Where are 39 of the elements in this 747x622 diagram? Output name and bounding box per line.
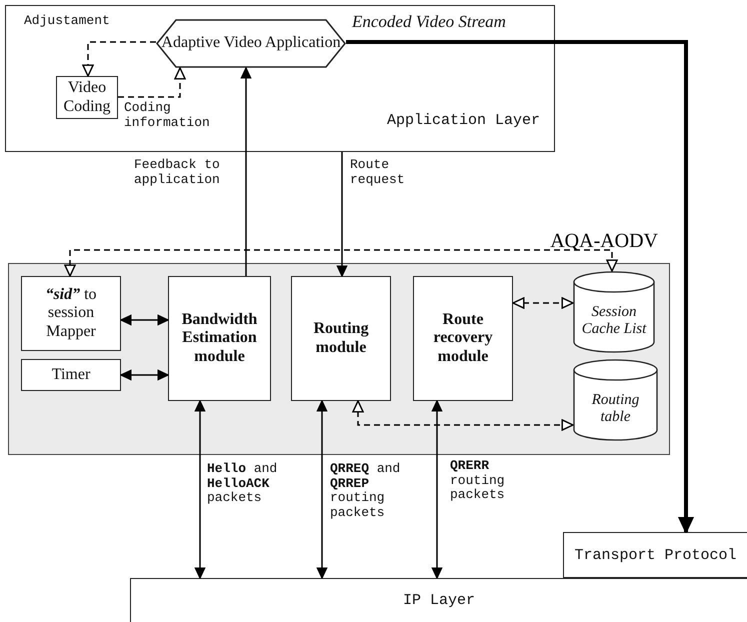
edge-label: Adjustament	[24, 14, 110, 29]
database-cylinder	[573, 359, 658, 441]
node-label: Session Cache List	[580, 304, 648, 338]
layer-label: Application Layer	[386, 112, 540, 129]
process-box	[168, 276, 271, 401]
layer-box	[130, 578, 747, 622]
layer-box	[5, 5, 555, 152]
process-box	[21, 276, 121, 351]
arrow	[346, 40, 694, 533]
box-label: Route recovery module	[432, 310, 494, 366]
process-box	[413, 276, 513, 401]
box-label: Timer	[52, 366, 90, 384]
panel-title: AQA-AODV	[550, 230, 658, 253]
double-arrow	[120, 370, 169, 380]
double-arrow	[194, 400, 206, 579]
arrow	[118, 67, 186, 98]
layer-box	[563, 532, 747, 578]
double-arrow	[432, 400, 442, 579]
database-cylinder	[573, 271, 655, 353]
arrow	[240, 67, 252, 276]
box-label: Video Coding	[62, 79, 112, 116]
box-label: Bandwidth Estimation module	[180, 310, 258, 366]
double-arrow	[316, 400, 328, 579]
arrow	[82, 41, 156, 77]
node-label: Adaptive Video Application	[161, 34, 341, 53]
box-label: “sid” to session Mapper	[44, 286, 98, 342]
layer-label: Transport Protocol	[574, 546, 737, 564]
hexagon-node	[156, 19, 346, 68]
double-arrow	[120, 314, 169, 326]
box-label: Routing module	[312, 320, 370, 357]
double-arrow	[64, 249, 618, 277]
layer-label: IP Layer	[402, 592, 475, 609]
node-label: Routing table	[590, 392, 640, 426]
process-box	[56, 76, 118, 119]
process-box	[291, 276, 391, 401]
double-arrow	[512, 297, 574, 309]
double-arrow	[352, 400, 574, 431]
process-box	[21, 359, 121, 391]
arrow	[336, 152, 348, 277]
